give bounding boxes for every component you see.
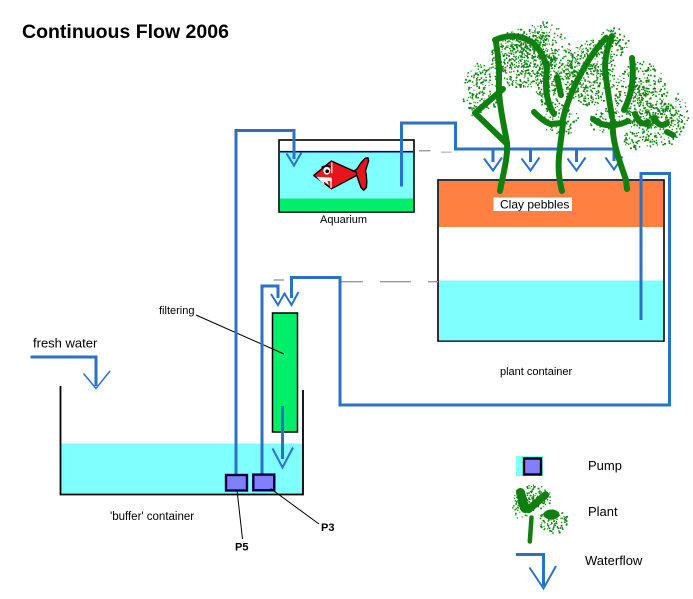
svg-text:Aquarium: Aquarium [320, 214, 367, 226]
svg-text:P5: P5 [235, 542, 248, 554]
svg-text:P3: P3 [321, 522, 334, 534]
svg-text:Pump: Pump [588, 458, 622, 473]
svg-text:Waterflow: Waterflow [585, 553, 643, 568]
svg-text:fresh water: fresh water [33, 336, 98, 351]
svg-text:filtering: filtering [159, 305, 194, 317]
svg-text:'buffer' container: 'buffer' container [110, 511, 194, 523]
svg-text:plant container: plant container [500, 366, 572, 378]
svg-text:Plant: Plant [588, 504, 618, 519]
svg-text:Continuous Flow 2006: Continuous Flow 2006 [22, 21, 229, 43]
svg-text:Clay pebbles: Clay pebbles [500, 198, 569, 212]
